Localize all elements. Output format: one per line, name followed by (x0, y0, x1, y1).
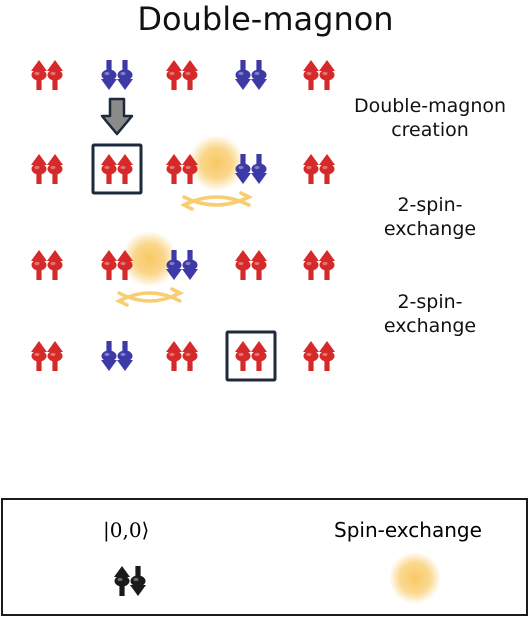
spin-site-up (303, 341, 335, 371)
spin-exchange-glow (188, 135, 245, 191)
spin-site-up (235, 250, 267, 280)
step-label-line: exchange (383, 218, 477, 240)
spin-site-down (235, 154, 267, 184)
spin-site-up (101, 154, 133, 184)
step-label-line: 2-spin- (397, 291, 463, 313)
step-label-exchange-2: 2-spin- exchange (330, 290, 530, 338)
spin-site-down (166, 250, 198, 280)
spin-site-up (166, 60, 198, 90)
step-label-line: 2-spin- (397, 194, 463, 216)
step-label-creation: Double-magnon creation (330, 94, 530, 142)
step-label-line: creation (391, 119, 469, 141)
step-label-exchange-1: 2-spin- exchange (330, 193, 530, 241)
step-label-line: Double-magnon (353, 95, 507, 117)
spin-layer (31, 60, 335, 371)
spin-site-up (31, 154, 63, 184)
spin-exchange-glow (121, 231, 178, 287)
legend-state-spin-icon (114, 566, 146, 596)
spin-site-down (235, 60, 267, 90)
legend-graphics (114, 552, 441, 604)
spin-exchange-label: Spin-exchange (334, 518, 482, 542)
spin-site-up (303, 250, 335, 280)
spin-site-up (31, 341, 63, 371)
glow-layer (121, 135, 245, 287)
spin-site-up (101, 250, 133, 280)
spin-site-up (303, 154, 335, 184)
highlight-box (225, 330, 277, 382)
spin-site-up (303, 60, 335, 90)
highlight-box (91, 143, 143, 195)
spin-site-up (31, 60, 63, 90)
legend-panel: |0,0⟩ Spin-exchange (1, 498, 528, 616)
spin-site-down (101, 341, 133, 371)
spin-site-up (166, 154, 198, 184)
step-label-line: exchange (383, 315, 477, 337)
spin-site-up (31, 250, 63, 280)
creation-arrow (100, 97, 134, 136)
overlay-layer (91, 97, 277, 382)
diagram-title: Double-magnon (137, 0, 394, 38)
spin-site-up (166, 341, 198, 371)
spin-exchange-glow-icon (389, 552, 441, 604)
state-label: |0,0⟩ (103, 518, 150, 542)
exchange-double-arrow (179, 191, 254, 211)
exchange-double-arrow (114, 287, 185, 307)
spin-site-down (101, 60, 133, 90)
spin-site-up (235, 341, 267, 371)
